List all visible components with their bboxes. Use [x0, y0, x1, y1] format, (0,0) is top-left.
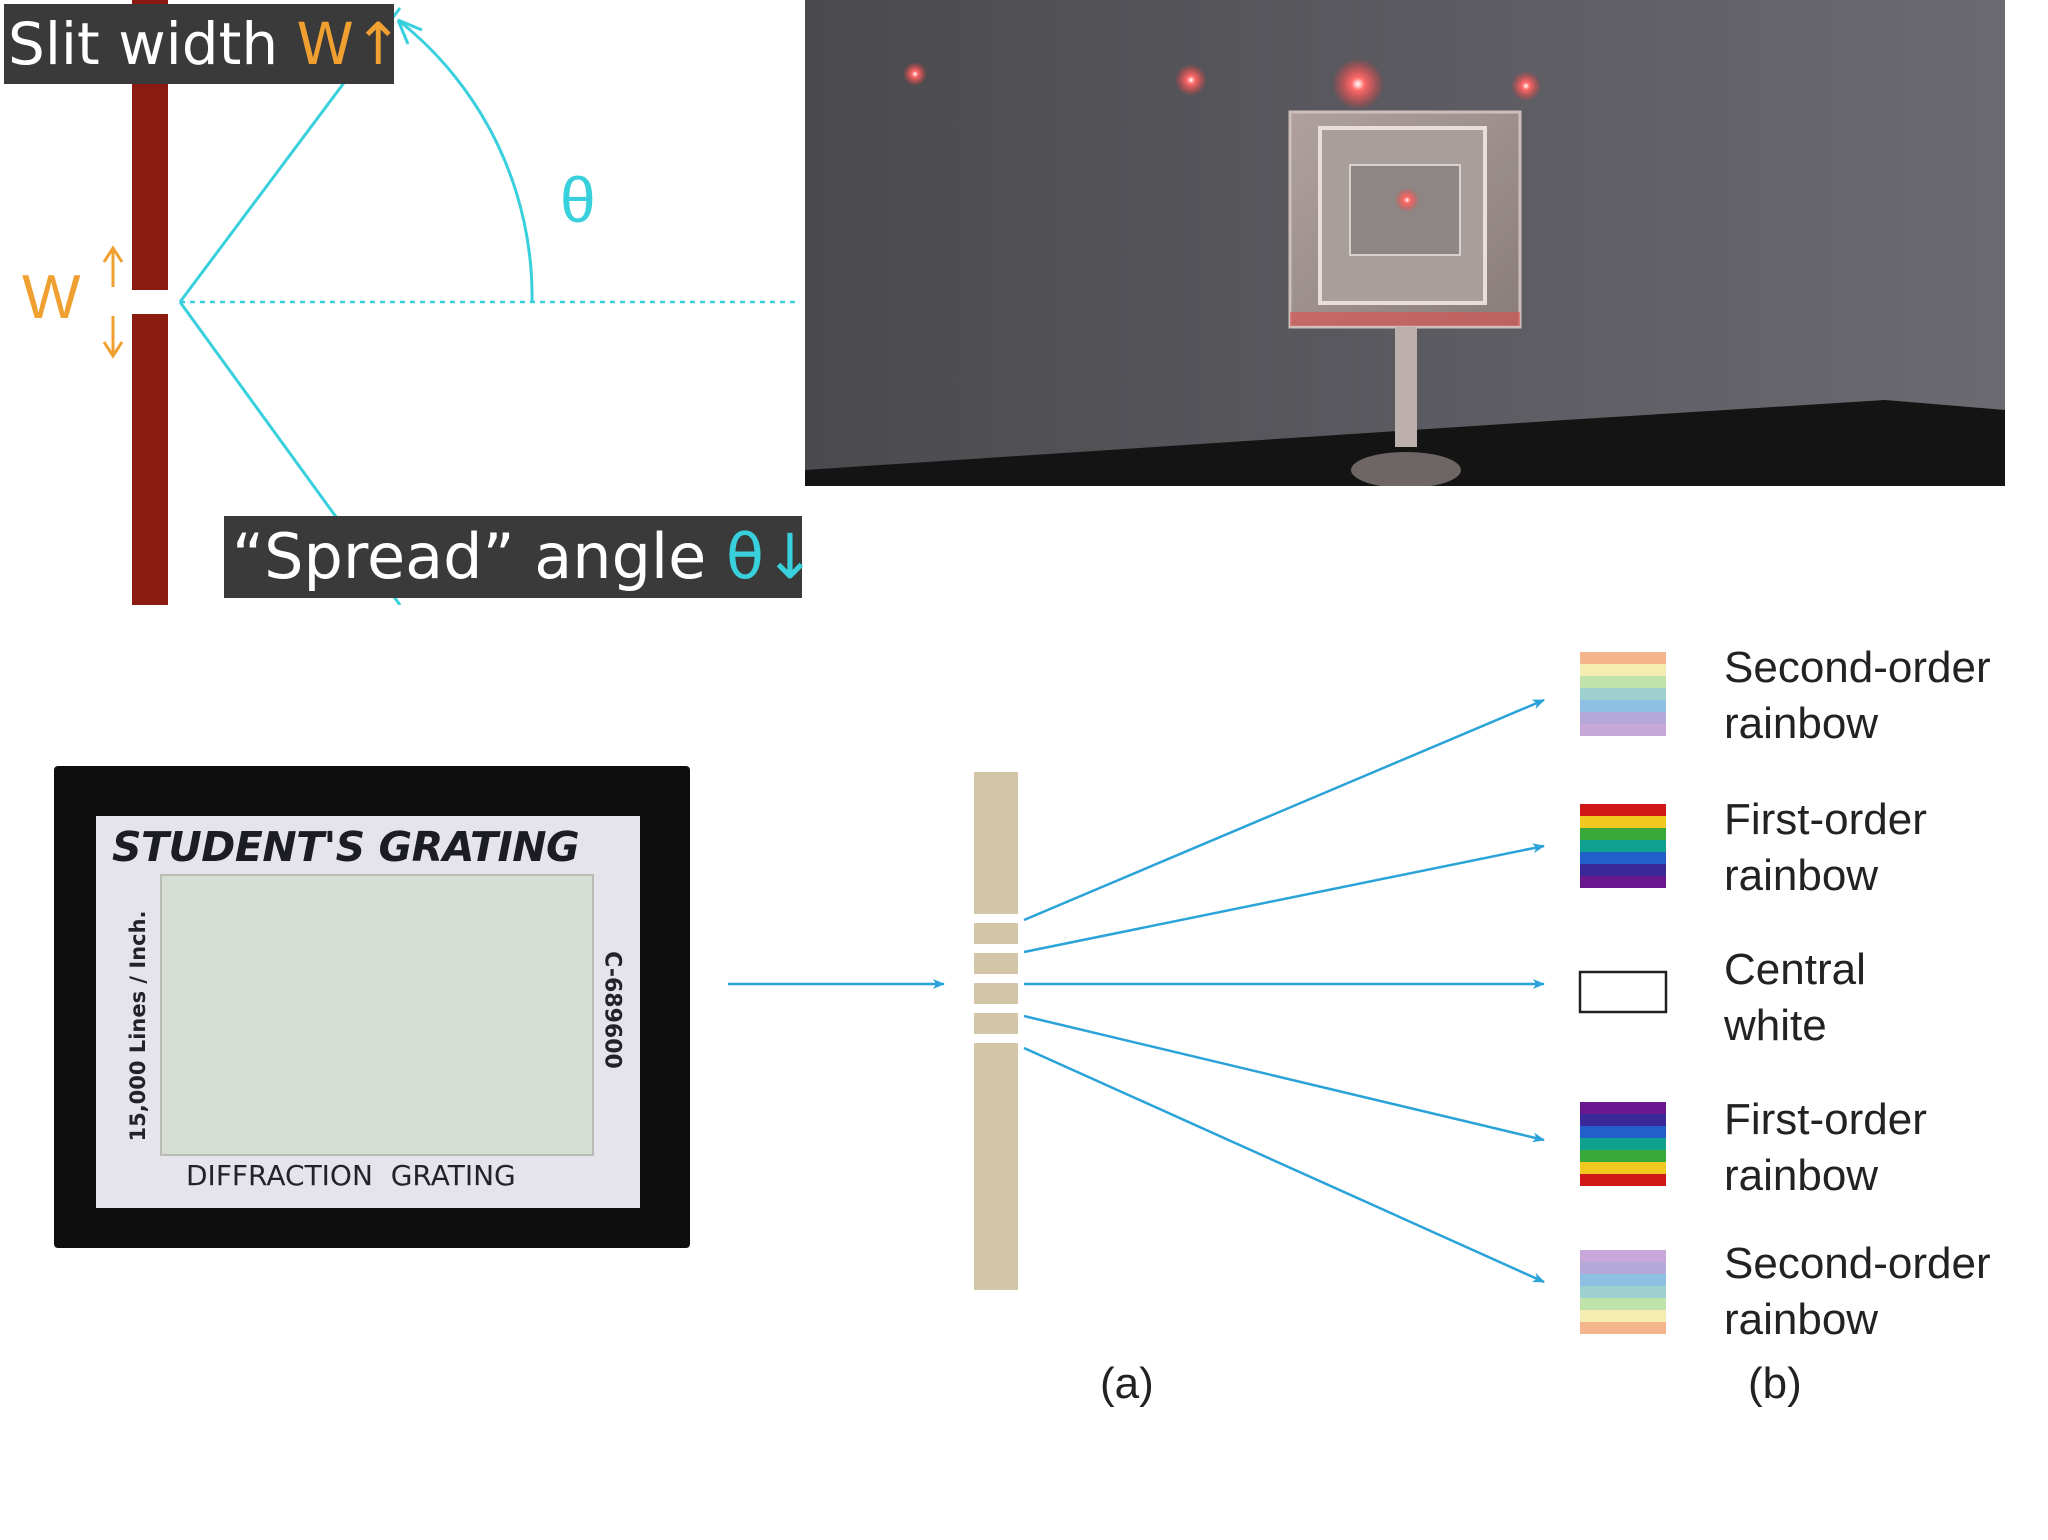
label-first-order-top-line1: First-order [1724, 795, 1927, 844]
grating-card-bottom-text-2: GRATING [390, 1159, 516, 1192]
grating-slit-2 [970, 944, 1022, 953]
laser-spot-center [1332, 58, 1384, 110]
slit-diagram-svg: θ W [22, 0, 800, 606]
slit-width-symbol: W↑ [296, 10, 403, 78]
holder-foot [1351, 452, 1461, 486]
spread-angle-label: “Spread” angle θ↓ [224, 516, 816, 598]
ray-first-order-bottom [1023, 1014, 1545, 1143]
grating-card-bottom-text: DIFFRACTION GRATING [186, 1158, 516, 1194]
label-central-white-line2: white [1724, 1001, 1827, 1050]
label-first-order-bottom-line1: First-order [1724, 1095, 1927, 1144]
grating-bar [974, 772, 1018, 1290]
swatch-first-order-bottom [1580, 1102, 1666, 1186]
laser-photo-svg [805, 0, 2005, 486]
slit-width-text: Slit width [8, 10, 279, 78]
label-first-order-top-line2: rainbow [1724, 851, 1879, 900]
grating-card-window [160, 874, 594, 1156]
laser-spot-2 [1511, 71, 1541, 101]
laser-spot-1 [1175, 64, 1207, 96]
theta-arc [397, 18, 534, 303]
grating-card-title: STUDENT'S GRATING [112, 823, 580, 871]
grating-slit-3 [970, 974, 1022, 983]
label-central-white: Central white [1724, 942, 1866, 1054]
laser-photo [805, 0, 2005, 486]
grating-card-left-text: 15,000 Lines / Inch. [126, 910, 150, 1142]
label-second-order-top-line1: Second-order [1724, 643, 1991, 692]
label-first-order-bottom: First-order rainbow [1724, 1092, 1927, 1204]
caption-a: (a) [1100, 1359, 1154, 1408]
holder-base-glow [1290, 312, 1520, 326]
w-arrow-down-head [102, 341, 124, 359]
swatch-second-order-bottom [1580, 1250, 1666, 1334]
label-second-order-top: Second-order rainbow [1724, 640, 1991, 752]
laser-spot-3 [903, 62, 927, 86]
holder-stand [1395, 327, 1417, 447]
w-arrow-up-head [102, 245, 124, 263]
grating-slit-1 [970, 914, 1022, 923]
grating-card-right-text: C-689600 [599, 951, 625, 1069]
grating-slit-4 [970, 1004, 1022, 1013]
label-second-order-top-line2: rainbow [1724, 699, 1879, 748]
label-second-order-bottom-line2: rainbow [1724, 1295, 1879, 1344]
label-central-white-line1: Central [1724, 945, 1866, 994]
w-label: W [22, 263, 81, 332]
swatch-first-order-top [1580, 804, 1666, 888]
ray-second-order-top [1023, 698, 1545, 922]
theta-arc-arrowhead [396, 18, 423, 45]
spread-angle-text: “Spread” angle [232, 520, 707, 593]
theta-label: θ [560, 164, 596, 236]
grating-card: STUDENT'S GRATING 15,000 Lines / Inch. C… [54, 766, 694, 1252]
label-second-order-bottom: Second-order rainbow [1724, 1236, 1991, 1348]
swatch-central-white [1578, 970, 1668, 1014]
swatch-second-order-top [1580, 652, 1666, 736]
caption-b: (b) [1748, 1359, 1802, 1408]
grating-slit-5 [970, 1034, 1022, 1043]
ray-second-order-bottom [1023, 1046, 1545, 1284]
grating-card-bottom-text-1: DIFFRACTION [186, 1159, 373, 1192]
slit-diagram: θ W Slit width W↑ “Spread” angle θ↓ [0, 0, 816, 606]
slit-width-label: Slit width W↑ [4, 4, 402, 84]
label-second-order-bottom-line1: Second-order [1724, 1239, 1991, 1288]
label-first-order-top: First-order rainbow [1724, 792, 1927, 904]
spread-angle-symbol: θ↓ [726, 520, 816, 593]
ray-first-order-top [1023, 843, 1545, 954]
slit-wall-bottom [132, 314, 168, 605]
laser-spot-slide [1395, 188, 1419, 212]
label-first-order-bottom-line2: rainbow [1724, 1151, 1879, 1200]
